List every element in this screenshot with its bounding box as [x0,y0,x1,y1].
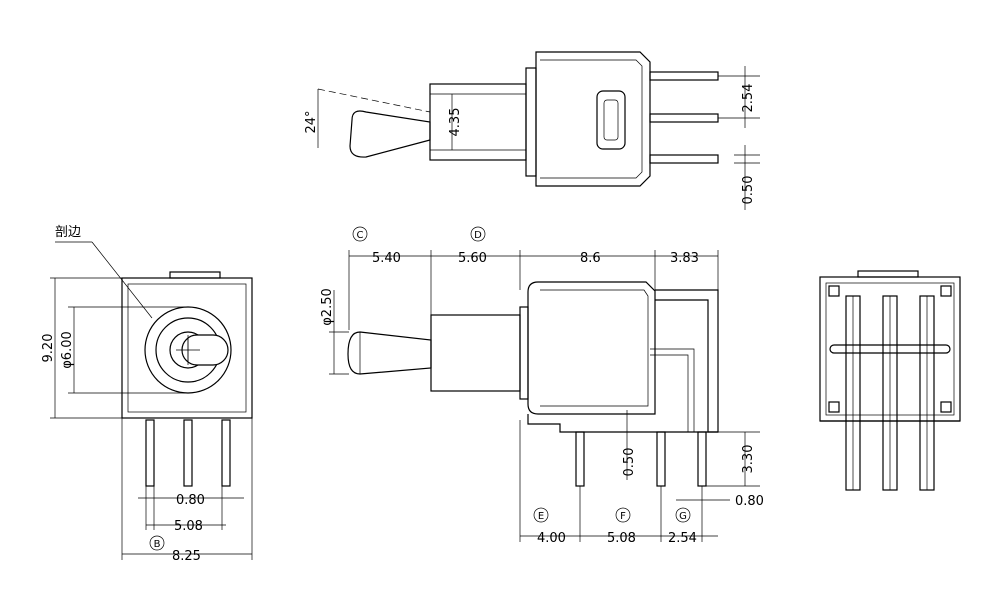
side-dim-g: 2.54 [668,531,697,546]
marker-g-circle [675,507,691,523]
top-pitch-label: 2.54 [741,84,756,113]
front-pinwidth-label: 0.80 [176,493,205,508]
side-pin-1 [575,431,585,487]
top-body [535,51,651,187]
side-pin-2 [656,431,666,487]
top-angle-line [317,88,431,113]
side-base [527,414,718,433]
top-height-label: 4.35 [448,108,463,137]
side-body [527,281,656,415]
marker-d: D [474,230,482,241]
front-height-label: 9.20 [41,334,56,363]
front-pitch-label: 5.08 [174,519,203,534]
top-lever [349,110,431,158]
marker-e: E [538,511,544,522]
side-pin-3 [697,431,707,487]
front-pin-1 [145,419,155,487]
side-dim-c: 5.40 [372,251,401,266]
top-pin-1 [649,71,719,81]
marker-b-circle [149,535,165,551]
side-view: C D 5.40 5.60 8.6 3.83 φ2.50 [320,226,764,546]
side-flange [519,306,529,400]
marker-g: G [679,511,687,522]
side-dim-d: 5.60 [458,251,487,266]
marker-b: B [154,539,161,550]
side-dim-f: 5.08 [607,531,636,546]
side-lever-dia: φ2.50 [320,288,335,326]
side-lever [347,331,432,375]
front-view: 剖边 9.20 φ6.00 0.80 [41,225,253,564]
marker-c: C [357,230,364,241]
side-pin-len: 3.30 [741,445,756,474]
marker-f: F [620,511,626,522]
top-view: 24° 4.35 2.54 0.50 [304,51,760,210]
side-cut-label: 剖边 [55,225,81,240]
top-pin-3 [649,154,719,164]
side-rear: 3.83 [670,251,699,266]
front-pin-2 [183,419,193,487]
top-flange [525,67,537,177]
marker-d-circle [470,226,486,242]
side-bracket [655,289,719,433]
side-pin-w2: 0.80 [735,494,764,509]
side-pin-w: 0.50 [622,448,637,477]
front-pin-3 [221,419,231,487]
marker-e-circle [533,507,549,523]
top-slot [596,90,626,150]
side-bushing [430,314,521,392]
top-angle-label: 24° [304,110,319,133]
marker-f-circle [615,507,631,523]
side-body-len: 8.6 [580,251,601,266]
front-width-label: 8.25 [172,549,201,564]
side-dim-e: 4.00 [537,531,566,546]
top-bushing [429,83,527,161]
rear-view [819,270,961,491]
top-pinwidth-label: 0.50 [741,176,756,205]
front-diameter-label: φ6.00 [60,331,75,369]
marker-c-circle [352,226,368,242]
top-pin-2 [649,113,719,123]
